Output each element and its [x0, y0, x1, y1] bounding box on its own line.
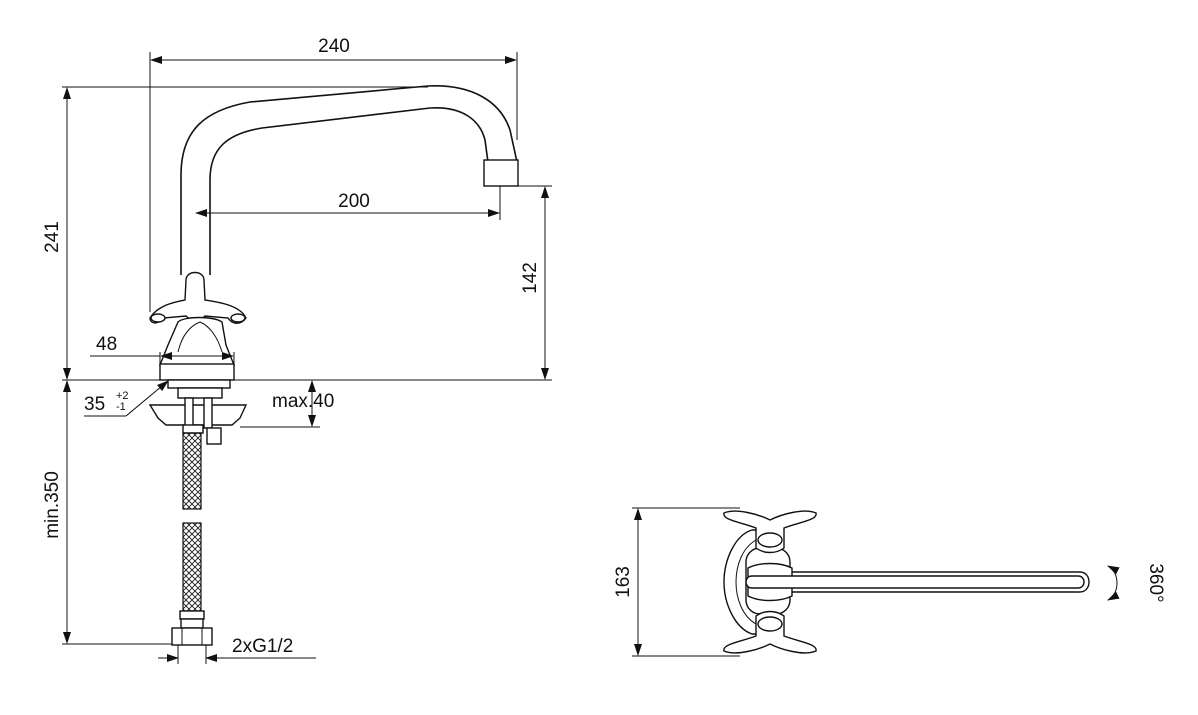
hose-upper: [182, 432, 202, 510]
dim-35-tol-upper: +2: [116, 390, 129, 402]
dim-35-leader: [125, 380, 169, 417]
cross-handle: [149, 271, 247, 324]
top-handle-lower: [723, 610, 817, 654]
dim-200-label: 200: [338, 191, 370, 212]
tap-base: [159, 363, 235, 381]
dim-48-label: 48: [96, 334, 117, 355]
dim-240-label: 240: [318, 36, 350, 57]
spout-outline: [180, 85, 518, 275]
spout-inner-outline: [209, 107, 489, 275]
top-view: 163 360°: [613, 507, 1166, 657]
hose-lower: [182, 522, 202, 612]
dim-35-label: 35: [84, 394, 105, 415]
dim-241-label: 241: [42, 221, 63, 253]
dim-35-tol-lower: -1: [116, 401, 126, 413]
connection-nut: [171, 627, 213, 646]
dim-163-label: 163: [613, 566, 634, 598]
side-view: 240 200 241 142 48 35 +2 -1 max.40 min.3…: [42, 36, 552, 664]
spout-outlet: [483, 159, 519, 187]
backnut-plate: [148, 404, 248, 426]
dim-rotation-label: 360°: [1145, 563, 1166, 602]
valve-body: [158, 316, 236, 366]
dim-connection-label: 2xG1/2: [232, 636, 293, 657]
top-handle-upper: [723, 510, 817, 554]
rotation-arrow: [1107, 565, 1120, 601]
dim-142-label: 142: [520, 262, 541, 294]
dim-min350-label: min.350: [42, 471, 63, 539]
dim-max40-label: max.40: [272, 391, 334, 412]
